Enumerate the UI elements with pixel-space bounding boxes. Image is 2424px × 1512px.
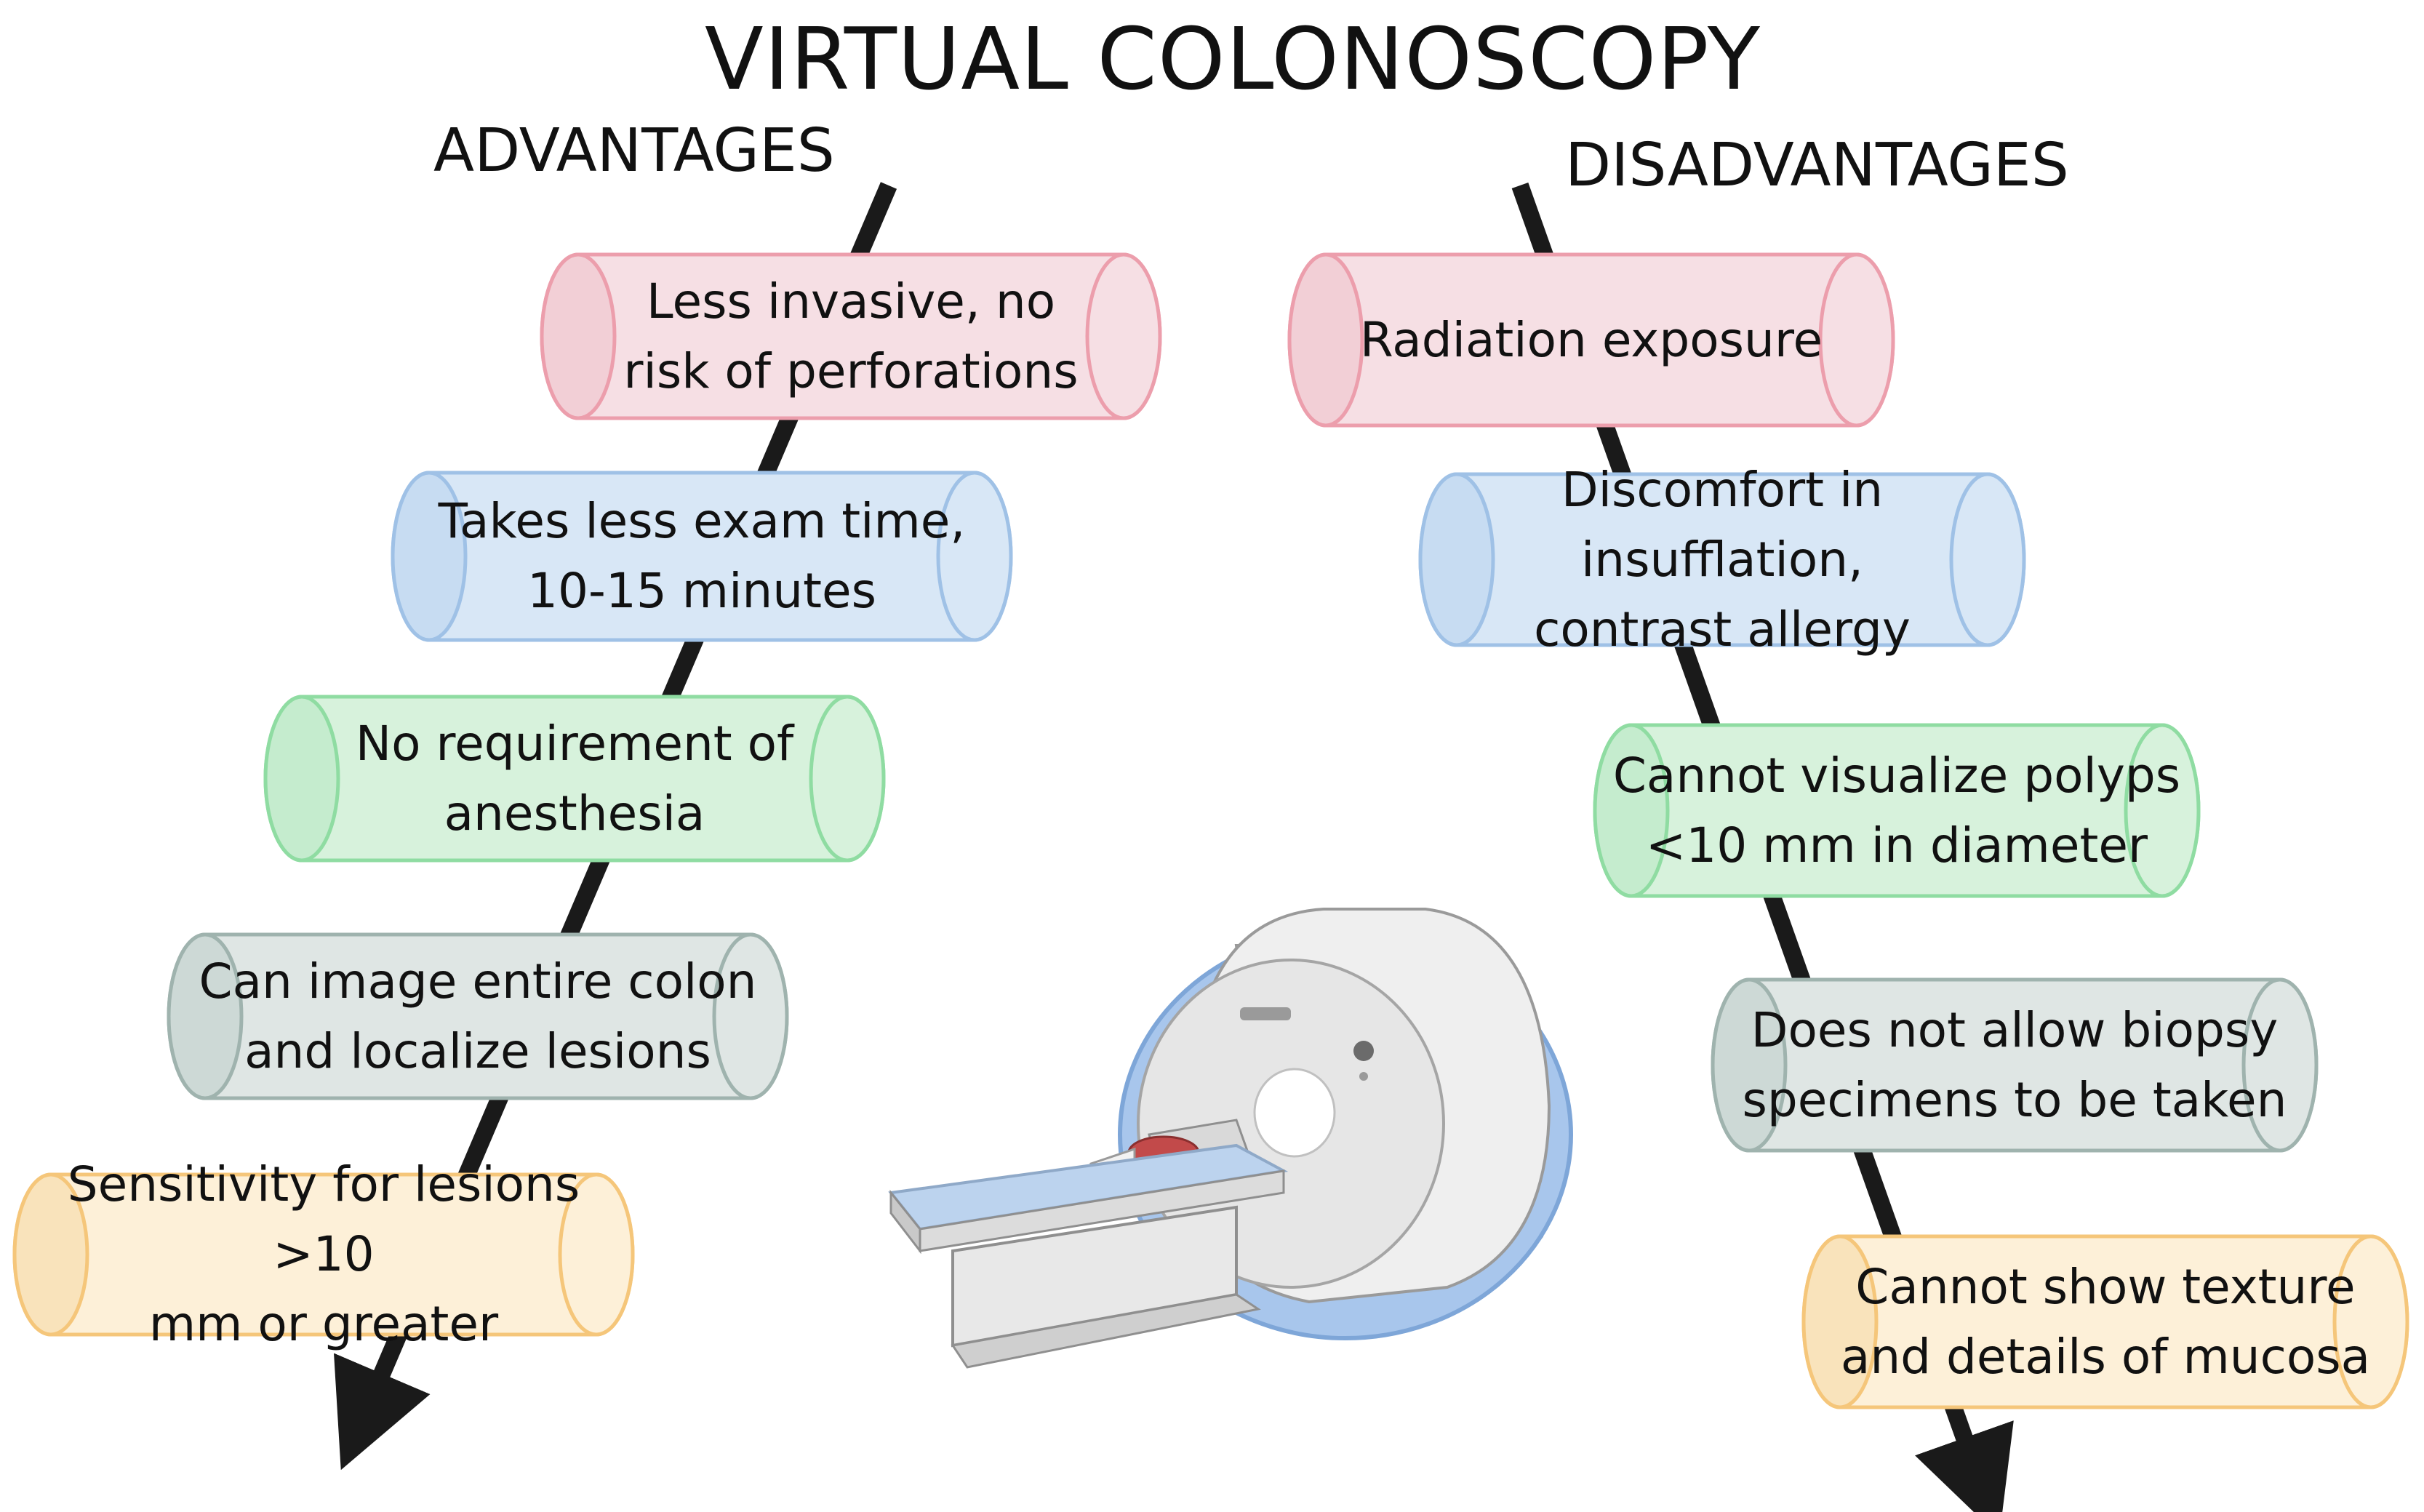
cylinder-left-cap <box>263 695 340 863</box>
cylinder-left-cap <box>540 252 617 420</box>
cylinder-left-cap <box>1801 1234 1879 1409</box>
cylinder-left-cap <box>1711 977 1788 1153</box>
cylinder-right-cap <box>809 695 886 863</box>
cylinder-right-cap <box>1949 472 2026 647</box>
advantage-item-4: Can image entire colon and localize lesi… <box>199 953 757 1079</box>
disadvantage-cylinder-1 <box>1287 252 1895 428</box>
cylinder-right-cap <box>1085 252 1162 420</box>
advantage-cylinder-1 <box>540 252 1162 420</box>
cylinder-left-cap <box>12 1172 89 1337</box>
cylinder-right-cap <box>558 1172 635 1337</box>
cylinder-left-cap <box>1593 723 1670 898</box>
disadvantage-cylinder-4 <box>1711 977 2319 1153</box>
disadvantage-cylinder-3 <box>1593 723 2201 898</box>
disadvantage-item-2: Discomfort in insufflation, contrast all… <box>1534 461 1911 657</box>
cylinder-left-cap <box>1418 472 1495 647</box>
disadvantage-item-1: Radiation exposure <box>1359 311 1823 368</box>
cylinder-right-cap <box>2332 1234 2409 1409</box>
disadvantage-item-4: Does not allow biopsy specimens to be ta… <box>1742 1001 2287 1128</box>
disadvantage-item-5: Cannot show texture and details of mucos… <box>1840 1258 2371 1385</box>
advantage-item-5: Sensitivity for lesions >10 mm or greate… <box>67 1156 580 1352</box>
cylinder-right-cap <box>2124 723 2201 898</box>
diagram-title: VIRTUAL COLONOSCOPY <box>705 9 1761 109</box>
cylinder-right-cap <box>936 471 1013 642</box>
disadvantages-heading: DISADVANTAGES <box>1565 131 2069 200</box>
advantages-heading: ADVANTAGES <box>433 116 835 185</box>
advantage-item-2: Takes less exam time, 10-15 minutes <box>438 493 966 619</box>
cylinder-right-cap <box>1818 252 1895 428</box>
advantage-item-1: Less invasive, no risk of perforations <box>623 273 1079 399</box>
advantage-cylinder-2 <box>391 471 1013 642</box>
mri-scanner-illustration <box>888 908 1573 1369</box>
advantage-cylinder-4 <box>167 932 789 1100</box>
cylinder-right-cap <box>712 932 789 1100</box>
advantage-cylinder-5 <box>12 1172 635 1337</box>
cylinder-left-cap <box>167 932 244 1100</box>
cylinder-left-cap <box>391 471 468 642</box>
advantage-cylinder-3 <box>263 695 886 863</box>
disadvantage-cylinder-2 <box>1418 472 2026 647</box>
advantage-item-3: No requirement of anesthesia <box>355 715 794 841</box>
disadvantage-cylinder-5 <box>1801 1234 2409 1409</box>
disadvantage-item-3: Cannot visualize polyps <10 mm in diamet… <box>1612 747 2181 873</box>
cylinder-right-cap <box>2241 977 2319 1153</box>
cylinder-left-cap <box>1287 252 1364 428</box>
